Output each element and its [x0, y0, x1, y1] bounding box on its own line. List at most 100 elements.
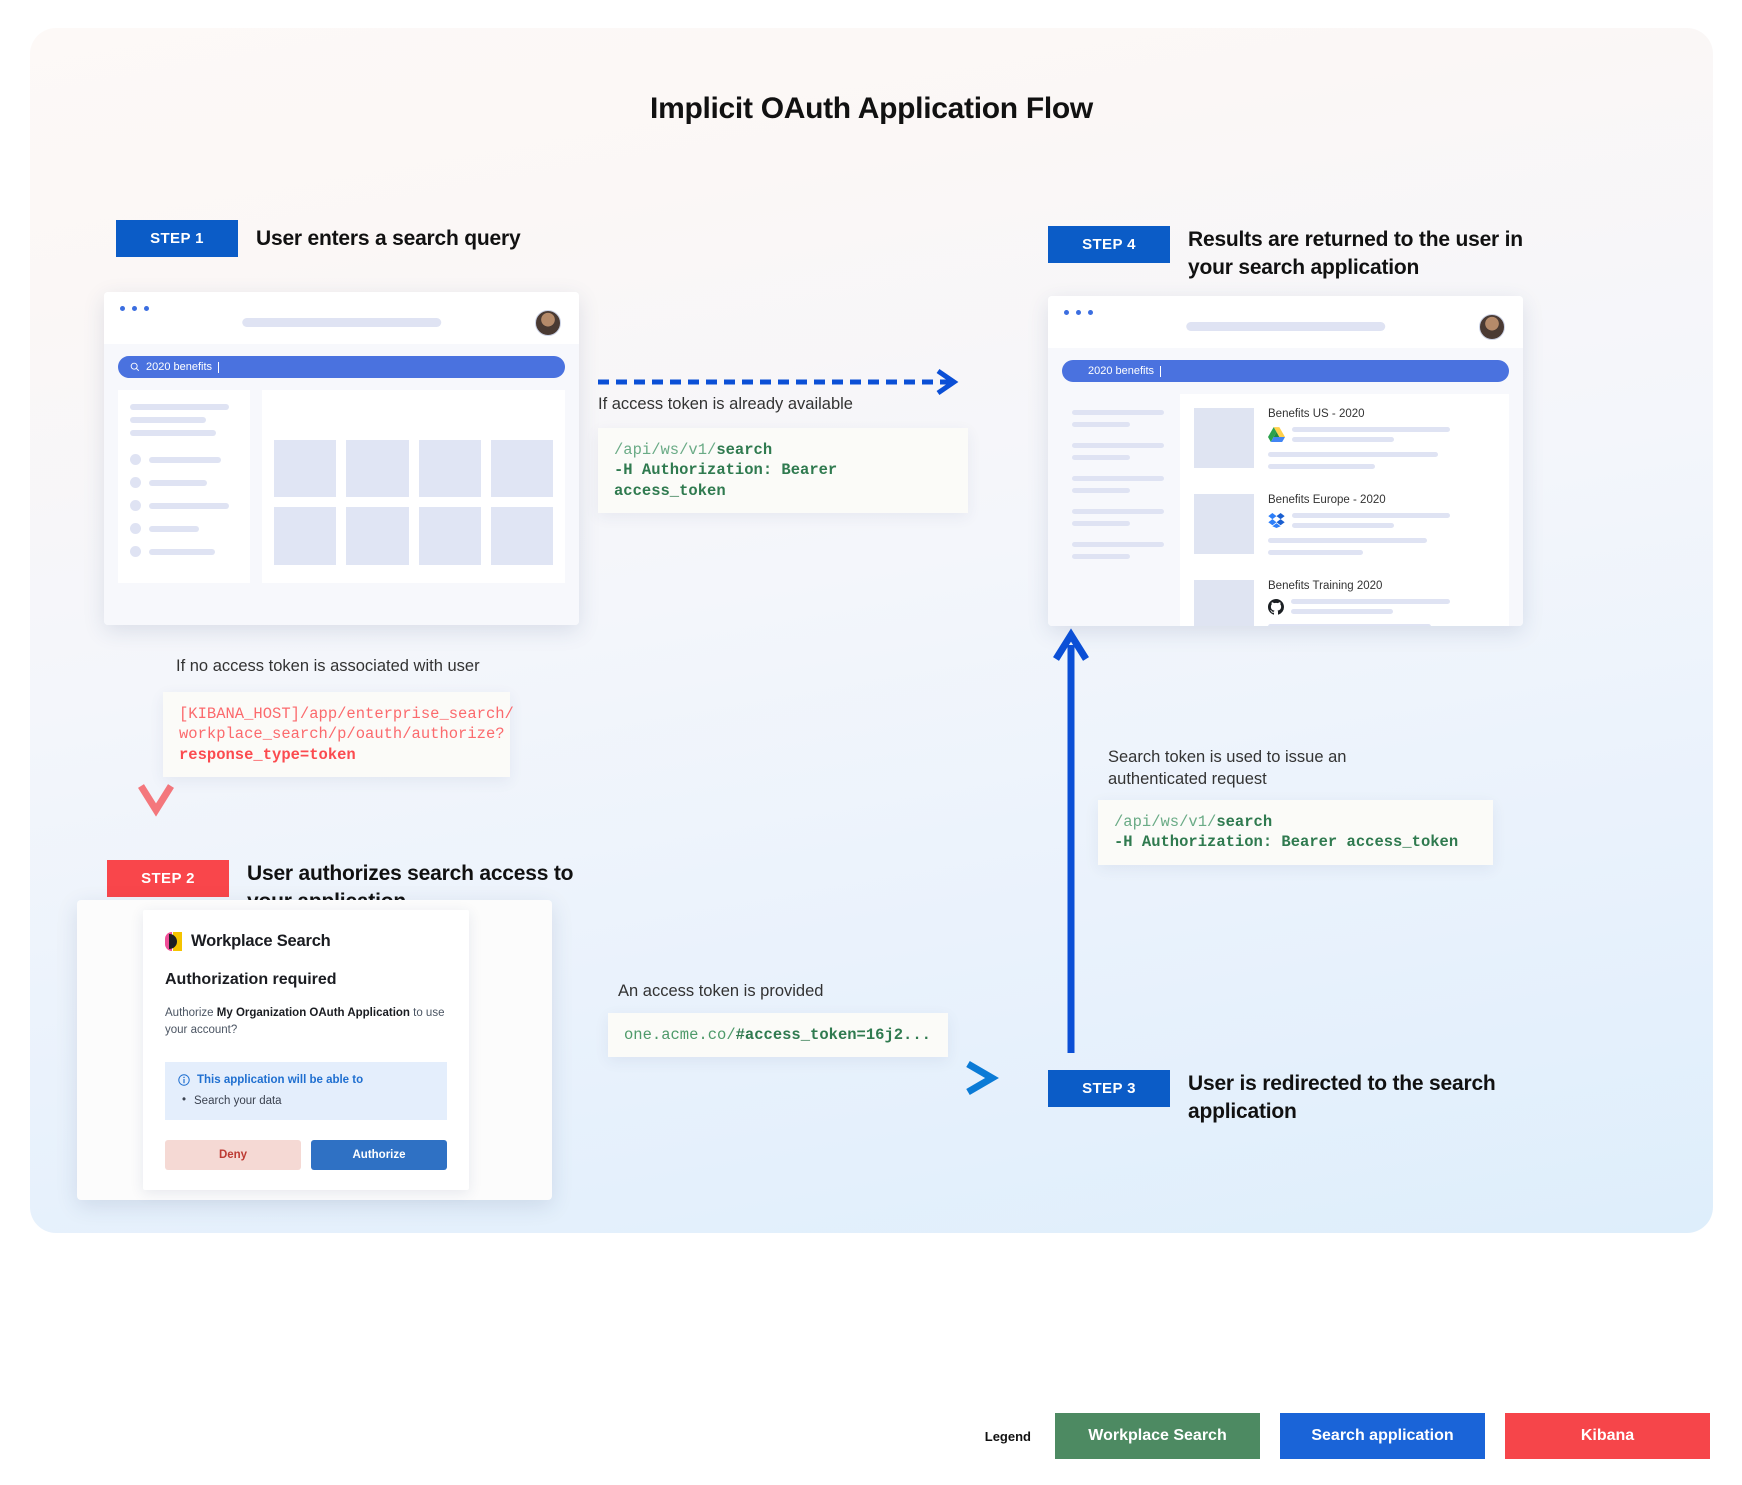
step-4-badge: STEP 4	[1048, 226, 1170, 263]
search-query-text: 2020 benefits	[146, 361, 213, 373]
page-title: Implicit OAuth Application Flow	[650, 92, 1093, 125]
code-url-line2: workplace_search/p/oauth/authorize?	[179, 725, 505, 744]
step-3-badge: STEP 3	[1048, 1070, 1170, 1107]
results-layout	[118, 390, 565, 583]
info-circle-icon	[178, 1073, 190, 1086]
result-item[interactable]: Benefits Europe - 2020	[1194, 494, 1495, 562]
avatar	[1479, 314, 1505, 340]
avatar	[535, 310, 561, 336]
search-icon	[130, 362, 140, 372]
callout-heading-row: This application will be able to	[178, 1074, 434, 1086]
arrow-authenticated-request	[1053, 628, 1089, 1053]
deny-button[interactable]: Deny	[165, 1139, 301, 1170]
result-thumbnail	[1194, 580, 1254, 626]
arrow-token-provided	[590, 1060, 999, 1096]
result-tile[interactable]	[274, 440, 337, 498]
result-tile[interactable]	[346, 507, 409, 565]
result-tile[interactable]	[346, 440, 409, 498]
result-tile[interactable]	[274, 507, 337, 565]
search-input[interactable]: 2020 benefits	[1062, 360, 1509, 382]
step-1-badge: STEP 1	[116, 220, 238, 257]
code-url-line1: [KIBANA_HOST]/app/enterprise_search/	[179, 705, 514, 723]
code-header-line: -H Authorization: Bearer access_token	[1114, 833, 1459, 852]
facet-row[interactable]	[130, 546, 238, 557]
facets-panel	[1062, 394, 1180, 626]
result-tile[interactable]	[418, 507, 481, 565]
legend-label: Legend	[984, 1428, 1031, 1444]
window-dots-icon	[1064, 310, 1093, 315]
facet-row[interactable]	[130, 500, 238, 511]
legend: Legend Workplace Search Search applicati…	[0, 1413, 1742, 1459]
step-4-header: STEP 4 Results are returned to the user …	[1048, 226, 1568, 281]
window-dots-icon	[120, 306, 149, 311]
auth-app-name: My Organization OAuth Application	[216, 1007, 410, 1019]
result-tile[interactable]	[490, 507, 553, 565]
step-3-title: User is redirected to the search applica…	[1188, 1072, 1496, 1123]
browser-chrome-bar	[104, 292, 579, 344]
code-redirect-fragment: #access_token=16j2...	[735, 1026, 931, 1044]
search-query-text: 2020 benefits	[1088, 365, 1155, 377]
code-search-api-right: /api/ws/v1/search -H Authorization: Bear…	[1098, 800, 1493, 865]
url-bar-placeholder	[241, 318, 442, 327]
result-title: Benefits Training 2020	[1268, 580, 1383, 592]
callout-heading: This application will be able to	[197, 1073, 364, 1086]
browser-mockup-results: 2020 benefits	[1048, 296, 1523, 626]
legend-chip-search-application: Search application	[1280, 1413, 1485, 1459]
result-thumbnail	[1194, 494, 1254, 554]
code-url-line3: response_type=token	[179, 745, 356, 764]
authorize-button[interactable]: Authorize	[311, 1139, 447, 1170]
diagram-canvas: Implicit OAuth Application Flow STEP 1 U…	[30, 28, 1713, 1233]
facet-row[interactable]	[130, 477, 238, 488]
text-caret	[1160, 365, 1162, 377]
browser-viewport: 2020 benefits	[1048, 348, 1523, 626]
note-token-available: If access token is already available	[598, 395, 853, 413]
browser-chrome-bar	[1048, 296, 1523, 348]
facets-panel	[118, 390, 250, 583]
code-search-api-top: /api/ws/v1/search -H Authorization: Bear…	[598, 428, 968, 514]
result-tile-grid	[274, 440, 553, 565]
code-header-line: -H Authorization: Bearer access_token	[614, 461, 847, 500]
auth-desc-post: to use your account?	[165, 1007, 445, 1037]
auth-desc-pre: Authorize	[165, 1007, 217, 1019]
step-4-title: Results are returned to the user in your…	[1188, 228, 1523, 279]
step-2-header: STEP 2 User authorizes search access to …	[107, 860, 587, 915]
authorization-card: Workplace Search Authorization required …	[143, 910, 469, 1190]
github-icon	[1268, 599, 1284, 615]
result-tile[interactable]	[418, 440, 481, 498]
google-drive-icon	[1268, 427, 1285, 442]
permission-item: Search your data	[178, 1094, 434, 1107]
facet-row[interactable]	[130, 523, 238, 534]
result-item[interactable]: Benefits Training 2020	[1194, 580, 1495, 626]
legend-chip-workplace-search: Workplace Search	[1055, 1413, 1260, 1459]
code-endpoint: search	[1216, 813, 1273, 831]
code-redirect-url: one.acme.co/#access_token=16j2...	[608, 1013, 948, 1058]
results-layout: Benefits US - 2020	[1062, 394, 1509, 626]
code-path: /api/ws/v1/	[614, 441, 717, 459]
text-caret	[218, 361, 220, 373]
dropbox-icon	[1268, 513, 1285, 528]
auth-actions: Deny Authorize	[165, 1139, 447, 1170]
workplace-search-logo: Workplace Search	[165, 932, 447, 951]
results-list: Benefits US - 2020	[1180, 394, 1509, 626]
product-name: Workplace Search	[191, 932, 331, 950]
facet-row[interactable]	[130, 454, 238, 465]
browser-mockup-search: 2020 benefits	[104, 292, 579, 625]
result-item[interactable]: Benefits US - 2020	[1194, 408, 1495, 476]
note-token-provided: An access token is provided	[618, 982, 824, 1000]
step-1-title: User enters a search query	[256, 226, 521, 250]
step-3-header: STEP 3 User is redirected to the search …	[1048, 1070, 1548, 1125]
search-input[interactable]: 2020 benefits	[118, 356, 565, 378]
result-thumbnail	[1194, 408, 1254, 468]
result-tile[interactable]	[490, 440, 553, 498]
arrow-token-available	[598, 368, 959, 396]
arrow-no-token	[138, 628, 174, 817]
url-bar-placeholder	[1185, 322, 1386, 331]
step-1-header: STEP 1 User enters a search query	[116, 220, 521, 257]
result-title: Benefits Europe - 2020	[1268, 494, 1386, 506]
code-endpoint: search	[716, 441, 773, 459]
code-redirect-prefix: one.acme.co/	[624, 1026, 736, 1044]
note-authenticated-request: Search token is used to issue an authent…	[1108, 748, 1347, 789]
auth-heading: Authorization required	[165, 971, 337, 988]
result-title: Benefits US - 2020	[1268, 408, 1365, 420]
permissions-callout: This application will be able to Search …	[165, 1061, 447, 1120]
